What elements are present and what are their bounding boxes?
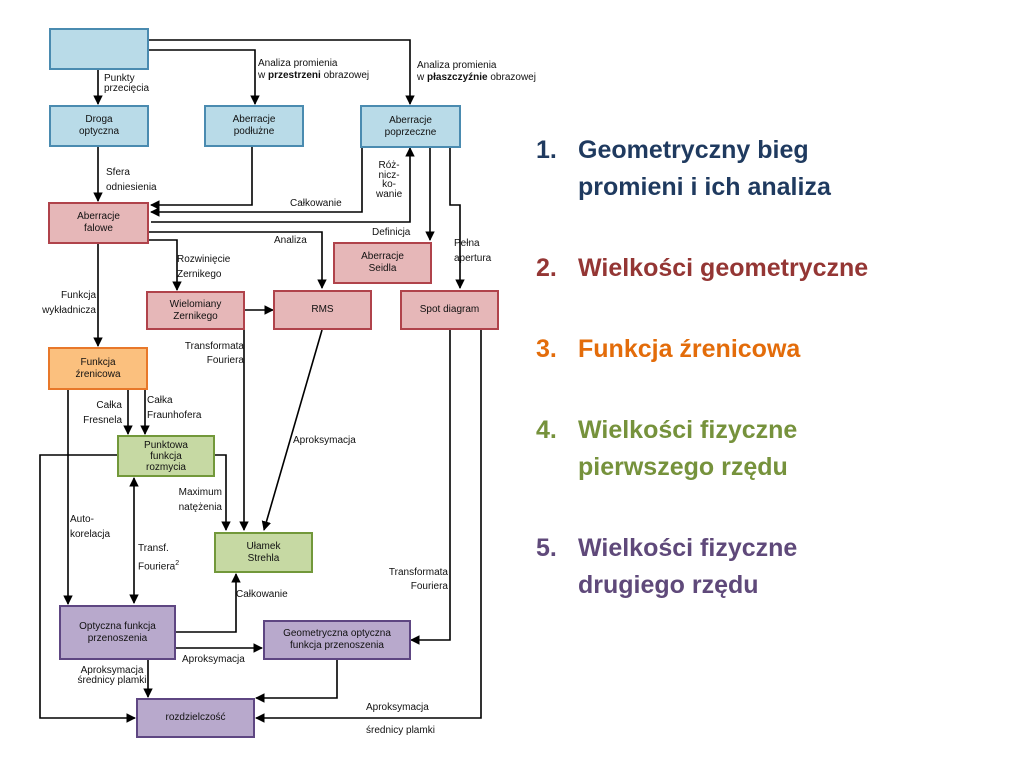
- label-calkowanie-bottom: Całkowanie: [236, 589, 288, 600]
- label-aproksymacja-bottom: Aproksymacja: [182, 654, 245, 665]
- arrow-spot-gotf: [410, 330, 451, 645]
- outline-item-5: 5. Wielkości fizyczne drugiego rzędu: [536, 530, 936, 604]
- label-definicja: Definicja: [372, 227, 411, 238]
- arrow-psf-rozdzielczosc: [39, 454, 136, 723]
- psf-node: Punktowa funkcja rozmycia: [117, 435, 215, 477]
- arrow-psf-strehl: [215, 454, 231, 531]
- outline-text: Wielkości fizyczne pierwszego rzędu: [578, 416, 798, 481]
- rozdzielczosc-node: rozdzielczość: [136, 698, 255, 738]
- label-calka-fresnela: Całka Fresnela: [83, 400, 122, 426]
- arrow-poprzeczne-spot: [449, 147, 465, 289]
- droga-optyczna-node: Droga optyczna: [49, 105, 149, 147]
- outline-number: 1.: [536, 136, 557, 164]
- arrow-falowe-rms: [149, 231, 327, 289]
- label-pelna-apertura: Pełna apertura: [454, 238, 492, 264]
- label-aproksymacja-mid: Aproksymacja: [293, 435, 356, 446]
- outline-number: 4.: [536, 416, 557, 444]
- topic-outline: 1. Geometryczny bieg promieni i ich anal…: [536, 132, 936, 648]
- funkcja-zrenicowa-node: Funkcja źrenicowa: [48, 347, 148, 390]
- aberracje-podluzne-node: Aberracje podłużne: [204, 105, 304, 147]
- arrow-source-poprzeczne: [149, 39, 415, 105]
- label-transf-fouriera2: Transf. Fouriera2: [138, 543, 180, 573]
- label-sfera: Sfera odniesienia: [106, 167, 157, 193]
- label-analiza: Analiza: [274, 235, 307, 246]
- aberracje-falowe-node: Aberracje falowe: [48, 202, 149, 244]
- ulamek-strehla-node: Ułamek Strehla: [214, 532, 313, 573]
- outline-number: 3.: [536, 335, 557, 363]
- outline-item-3: 3. Funkcja źrenicowa: [536, 331, 936, 368]
- aberracje-seidla-node: Aberracje Seidla: [333, 242, 432, 284]
- outline-item-2: 2. Wielkości geometryczne: [536, 250, 936, 287]
- outline-text: Wielkości fizyczne drugiego rzędu: [578, 534, 798, 599]
- label-maximum: Maximum natężenia: [178, 487, 222, 513]
- label-autokorelacja: Auto- korelacja: [70, 514, 111, 540]
- outline-number: 5.: [536, 534, 557, 562]
- arrow-poprzeczne-falowe: [150, 148, 363, 217]
- label-aproksymacja-right: Aproksymacja: [366, 702, 429, 713]
- aberracje-poprzeczne-node: Aberracje poprzeczne: [360, 105, 461, 148]
- outline-item-4: 4. Wielkości fizyczne pierwszego rzędu: [536, 412, 936, 486]
- source-node: [49, 28, 149, 70]
- label-srednicy-plamki: średnicy plamki: [366, 725, 435, 736]
- arrow-source-podluzne: [149, 49, 260, 105]
- label-rozniczkowanie: Róż- nicz- ko- wanie: [376, 160, 403, 200]
- arrow-falowe-wielomiany: [149, 239, 182, 291]
- outline-item-1: 1. Geometryczny bieg promieni i ich anal…: [536, 132, 936, 206]
- arrow-rms-strehl: [261, 329, 323, 531]
- outline-text: Wielkości geometryczne: [578, 254, 869, 282]
- outline-text: Geometryczny bieg promieni i ich analiza: [578, 136, 831, 201]
- arrow-falowe-poprzeczne: [151, 147, 415, 223]
- label-punkty: Punkty przecięcia: [104, 73, 150, 94]
- spot-diagram-node: Spot diagram: [400, 290, 499, 330]
- label-calka-fraunhofera: Całka Fraunhofera: [147, 395, 202, 421]
- label-aproksymacja-srednicy: Aproksymacja średnicy plamki: [77, 665, 147, 686]
- outline-number: 2.: [536, 254, 557, 282]
- label-calkowanie-top: Całkowanie: [290, 198, 342, 209]
- label-funkcja-wykladnicza: Funkcja wykładnicza: [42, 290, 96, 316]
- wielomiany-zernikego-node: Wielomiany Zernikego: [146, 291, 245, 330]
- arrow-podluzne-falowe: [150, 147, 253, 210]
- label-transformata-right: Transformata Fouriera: [388, 567, 448, 592]
- label-rozwiniecie: Rozwinięcie Zernikego: [177, 254, 231, 280]
- arrow-otf-strehl: [176, 573, 241, 633]
- arrow-gotf-rozdzielczosc: [255, 660, 338, 703]
- outline-text: Funkcja źrenicowa: [578, 335, 801, 363]
- rms-node: RMS: [273, 290, 372, 330]
- gotf-node: Geometryczna optyczna funkcja przenoszen…: [263, 620, 411, 660]
- otf-node: Optyczna funkcja przenoszenia: [59, 605, 176, 660]
- arrow-spot-rozdzielczosc: [255, 330, 482, 723]
- label-transformata-left: Transformata Fouriera: [184, 341, 244, 366]
